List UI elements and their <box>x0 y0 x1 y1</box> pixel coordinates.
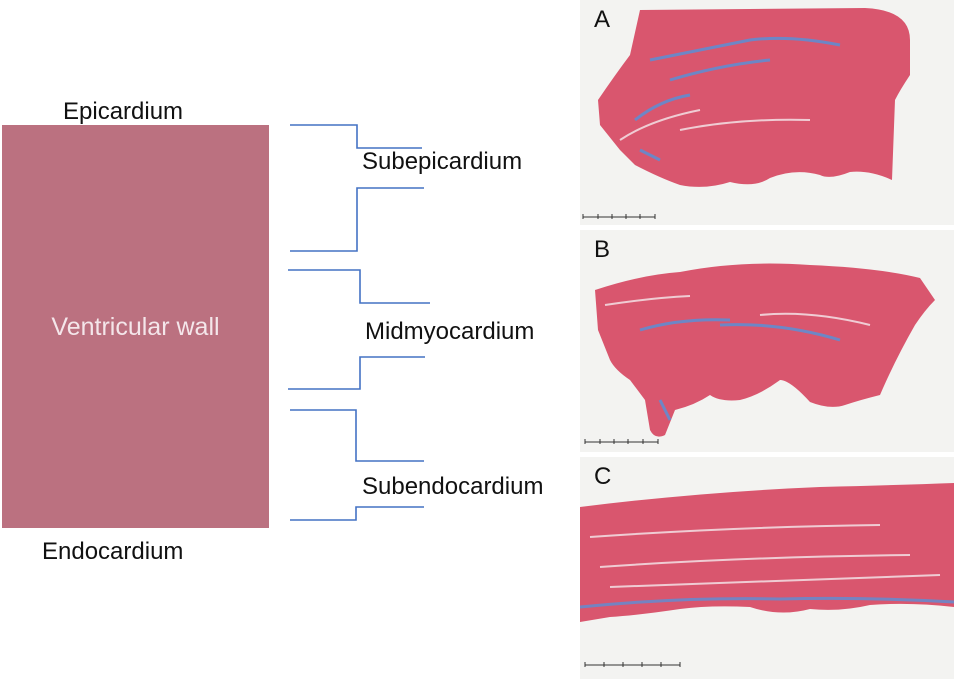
subendocardium-bracket-bottom <box>290 506 424 521</box>
midmyocardium-label: Midmyocardium <box>365 318 535 345</box>
panel-letter-a: A <box>594 6 611 33</box>
histology-panel-a: A <box>580 0 954 225</box>
subepicardium-bracket-top <box>290 124 422 149</box>
scale-bar-b <box>584 439 659 444</box>
scale-bar-c <box>584 662 681 667</box>
tissue-section-a <box>582 8 910 219</box>
scale-bar-a <box>582 214 656 219</box>
ventricular-wall-label: Ventricular wall <box>51 313 220 341</box>
subepicardium-label: Subepicardium <box>362 148 523 175</box>
subepicardium-bracket-bottom <box>290 187 424 252</box>
subendocardium-label: Subendocardium <box>362 473 544 500</box>
histology-panel-c: C <box>580 457 954 679</box>
panel-letter-b: B <box>594 236 611 263</box>
midmyocardium-bracket-top <box>288 269 430 304</box>
tissue-section-b <box>584 263 935 444</box>
endocardium-label: Endocardium <box>42 538 184 565</box>
ventricular-wall: Ventricular wall <box>2 125 269 528</box>
layer-brackets <box>288 124 430 521</box>
epicardium-label: Epicardium <box>63 98 184 125</box>
tissue-section-c <box>580 483 954 667</box>
midmyocardium-bracket-bottom <box>288 356 425 390</box>
subendocardium-bracket-top <box>290 409 424 462</box>
histology-panel-b: B <box>580 230 954 452</box>
panel-letter-c: C <box>594 463 612 490</box>
